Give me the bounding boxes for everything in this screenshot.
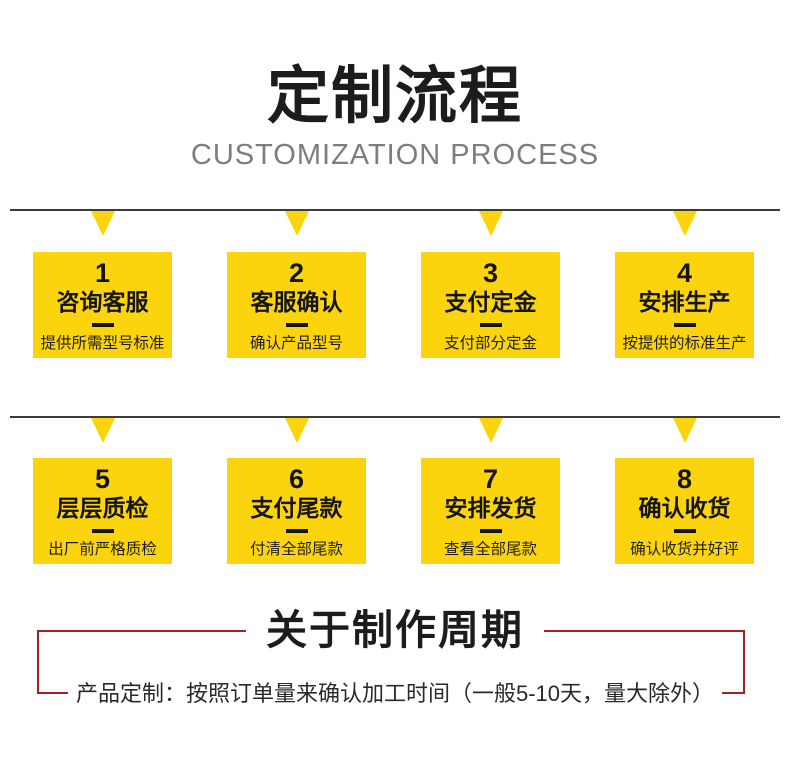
step-description: 付清全部尾款 [249, 541, 343, 558]
step-number: 3 [482, 258, 499, 288]
step-description: 出厂前严格质检 [48, 541, 157, 558]
dash-divider [673, 323, 696, 327]
triangle-cell [421, 418, 560, 443]
page-title: 定制流程 [266, 62, 523, 131]
period-title-text: 关于制作周期 [246, 603, 544, 657]
arrow-down-triangle-icon [284, 418, 309, 443]
triangle-cell [615, 418, 754, 443]
step-card-3: 3 支付定金 支付部分定金 [421, 252, 560, 358]
arrow-down-triangle-icon [90, 211, 115, 236]
steps-row-2: 5 层层质检 出厂前严格质检 6 支付尾款 付清全部尾款 7 安排发货 查看全部… [33, 458, 754, 564]
page-subtitle: CUSTOMIZATION PROCESS [190, 139, 600, 171]
triangle-cell [33, 211, 172, 236]
step-number: 1 [94, 258, 111, 288]
step-description: 提供所需型号标准 [40, 335, 165, 352]
period-title: 关于制作周期 [0, 603, 790, 657]
triangle-cell [33, 418, 172, 443]
period-description-text: 产品定制：按照订单量来确认加工时间（一般5-10天，量大除外） [67, 679, 723, 709]
arrow-down-triangle-icon [672, 211, 697, 236]
step-number: 2 [288, 258, 305, 288]
step-card-4: 4 安排生产 按提供的标准生产 [615, 252, 754, 358]
step-description: 确认收货并好评 [630, 541, 739, 558]
arrow-down-triangle-icon [478, 211, 503, 236]
step-description: 确认产品型号 [249, 335, 343, 352]
step-title: 安排生产 [638, 289, 731, 315]
step-number: 4 [676, 258, 693, 288]
triangle-cell [227, 418, 366, 443]
dash-divider [673, 529, 696, 533]
step-card-8: 8 确认收货 确认收货并好评 [615, 458, 754, 564]
dash-divider [285, 323, 308, 327]
divider-line [10, 416, 780, 418]
step-number: 6 [288, 464, 305, 494]
step-title: 确认收货 [638, 495, 731, 521]
step-title: 支付定金 [444, 289, 537, 315]
step-title: 支付尾款 [250, 495, 343, 521]
arrow-down-triangle-icon [90, 418, 115, 443]
triangle-row [33, 211, 754, 236]
triangle-cell [615, 211, 754, 236]
arrow-down-triangle-icon [672, 418, 697, 443]
step-number: 7 [482, 464, 499, 494]
dash-divider [91, 323, 114, 327]
arrow-down-triangle-icon [284, 211, 309, 236]
triangle-cell [421, 211, 560, 236]
period-description: 产品定制：按照订单量来确认加工时间（一般5-10天，量大除外） [0, 679, 790, 709]
step-description: 支付部分定金 [443, 335, 537, 352]
dash-divider [479, 529, 502, 533]
steps-row-1: 1 咨询客服 提供所需型号标准 2 客服确认 确认产品型号 3 支付定金 支付部… [33, 252, 754, 358]
step-card-5: 5 层层质检 出厂前严格质检 [33, 458, 172, 564]
triangle-row [33, 418, 754, 443]
step-description: 按提供的标准生产 [622, 335, 747, 352]
triangle-cell [227, 211, 366, 236]
dash-divider [479, 323, 502, 327]
step-card-2: 2 客服确认 确认产品型号 [227, 252, 366, 358]
dash-divider [91, 529, 114, 533]
dash-divider [285, 529, 308, 533]
step-description: 查看全部尾款 [443, 541, 537, 558]
step-title: 安排发货 [444, 495, 537, 521]
step-title: 客服确认 [250, 289, 343, 315]
divider-line [10, 209, 780, 211]
step-title: 层层质检 [56, 495, 149, 521]
step-card-7: 7 安排发货 查看全部尾款 [421, 458, 560, 564]
step-title: 咨询客服 [56, 289, 149, 315]
step-card-6: 6 支付尾款 付清全部尾款 [227, 458, 366, 564]
step-card-1: 1 咨询客服 提供所需型号标准 [33, 252, 172, 358]
arrow-down-triangle-icon [478, 418, 503, 443]
step-number: 8 [676, 464, 693, 494]
step-number: 5 [94, 464, 111, 494]
